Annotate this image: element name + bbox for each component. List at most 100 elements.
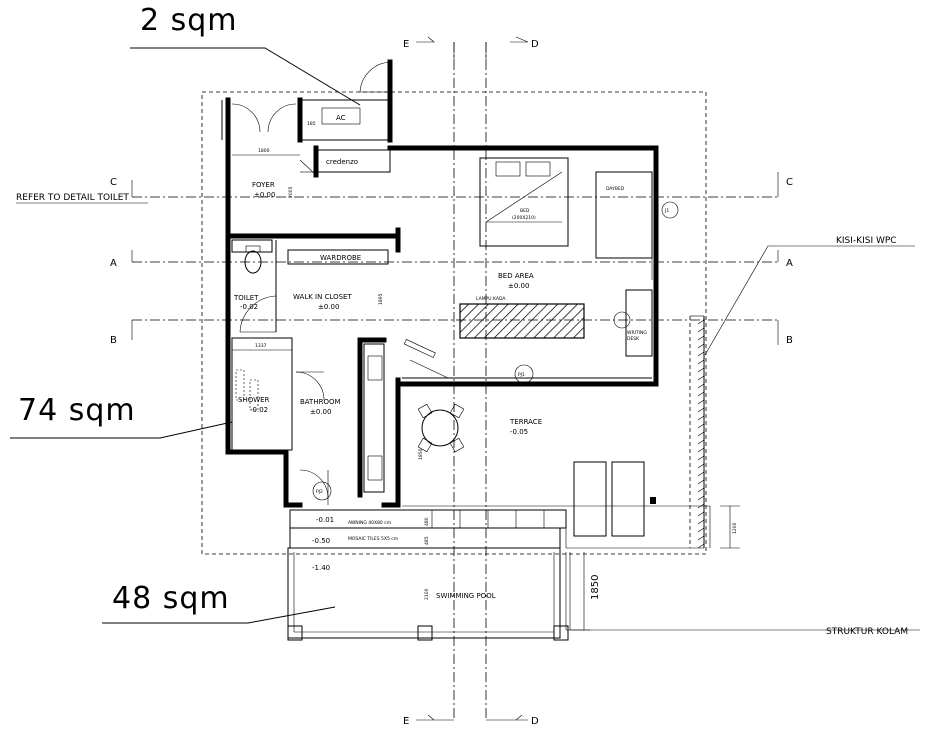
- exterior-walls: [221, 97, 659, 508]
- section-marker-d-bottom: D: [486, 714, 539, 727]
- svg-text:PJ1: PJ1: [518, 372, 525, 378]
- shower: 1337 SHOWER -0.02: [231, 337, 293, 451]
- section-marker-c-right: C: [777, 172, 793, 197]
- svg-text:C: C: [786, 177, 793, 188]
- tv-icon: [403, 339, 436, 358]
- svg-text:±0.00: ±0.00: [310, 408, 331, 416]
- area-label-48sqm: 48 sqm: [112, 581, 230, 616]
- svg-text:SHOWER: SHOWER: [238, 396, 270, 404]
- vanity: [363, 343, 385, 493]
- terrace-table: [421, 409, 459, 447]
- ac-room: AC 185: [301, 59, 393, 143]
- area-label-74sqm: 74 sqm: [18, 393, 136, 428]
- svg-text:-0.01: -0.01: [316, 516, 334, 524]
- svg-text:485: 485: [424, 536, 430, 545]
- svg-text:DESK: DESK: [627, 336, 640, 342]
- wardrobe: [287, 249, 389, 265]
- svg-text:AC: AC: [336, 114, 346, 122]
- svg-text:-0.02: -0.02: [240, 303, 258, 311]
- svg-text:-0.50: -0.50: [312, 537, 330, 545]
- section-marker-c-left: C: [110, 177, 133, 197]
- svg-text:BED: BED: [520, 208, 530, 214]
- tag-pj2: [312, 481, 332, 501]
- bathroom: BATHROOM ±0.00 PJ2: [295, 343, 385, 505]
- svg-text:B: B: [786, 335, 793, 346]
- svg-text:1200: 1200: [732, 522, 738, 534]
- daybed: [595, 171, 653, 259]
- svg-text:1895: 1895: [378, 293, 384, 305]
- writing-desk: [625, 289, 653, 357]
- tag-j1: [661, 201, 679, 219]
- svg-text:WARDROBE: WARDROBE: [320, 254, 361, 262]
- section-marker-a-right: A: [777, 250, 793, 269]
- lounger-1: [573, 461, 607, 537]
- svg-text:WRITING: WRITING: [627, 330, 647, 336]
- section-marker-e-bottom: E: [403, 714, 454, 727]
- svg-text:1337: 1337: [255, 343, 267, 349]
- foyer: 1800 FOYER ±0.00 2005 credenzo: [231, 103, 391, 199]
- svg-text:BATHROOM: BATHROOM: [300, 398, 341, 406]
- svg-text:B: B: [110, 335, 117, 346]
- swimming-pool: -1.40 SWIMMING POOL 2100 1850: [287, 547, 601, 641]
- svg-text:LAMPU KADA: LAMPU KADA: [476, 296, 506, 302]
- svg-text:KISI-KISI WPC: KISI-KISI WPC: [836, 236, 897, 246]
- site-boundary: [201, 91, 707, 555]
- svg-text:A: A: [110, 258, 117, 269]
- callout-refer-detail-toilet: REFER TO DETAIL TOILET: [16, 193, 148, 204]
- svg-text:WALK IN CLOSET: WALK IN CLOSET: [293, 293, 352, 301]
- section-marker-b-left: B: [110, 320, 133, 346]
- lamp-hatch: [459, 303, 585, 339]
- lounger-2: [611, 461, 645, 537]
- walk-in-closet: WARDROBE WALK IN CLOSET ±0.00 1895: [287, 249, 389, 311]
- callout-struktur-kolam: STRUKTUR KOLAM: [570, 627, 920, 637]
- area-callout-2sqm: 2 sqm: [130, 3, 361, 106]
- svg-text:±0.00: ±0.00: [508, 282, 529, 290]
- section-marker-a-left: A: [110, 250, 133, 269]
- toilet: TOILET -0.02: [231, 239, 277, 333]
- bed-area: BED (200X210) DAYBED BED AREA ±0.00 LAMP…: [402, 157, 679, 384]
- svg-text:-0.05: -0.05: [510, 428, 528, 436]
- svg-text:1850: 1850: [418, 448, 424, 460]
- svg-text:E: E: [403, 716, 409, 727]
- column-marker: [650, 497, 656, 504]
- toilet-bowl: [244, 250, 262, 274]
- section-marker-d-top: D: [485, 36, 539, 60]
- svg-text:-0.02: -0.02: [250, 406, 268, 414]
- terrace: TERRACE -0.05 1850: [417, 315, 704, 548]
- area-callout-48sqm: 48 sqm: [102, 581, 336, 624]
- pool-column-right: [553, 625, 569, 641]
- svg-text:TOILET: TOILET: [233, 294, 259, 302]
- svg-text:credenzo: credenzo: [326, 158, 358, 166]
- credenza: [317, 149, 391, 173]
- pool-column-center: [417, 625, 433, 641]
- deck-steps: -0.01 -0.50 AWNING 40X80 cm MOSAIC TILES…: [289, 505, 740, 549]
- svg-text:±0.00: ±0.00: [254, 191, 275, 199]
- foyer-label: FOYER: [252, 181, 275, 189]
- svg-text:AWNING 40X80 cm: AWNING 40X80 cm: [348, 520, 391, 526]
- kisi-screen: [697, 316, 705, 549]
- svg-text:-1.40: -1.40: [312, 564, 330, 572]
- svg-text:2100: 2100: [424, 588, 430, 600]
- svg-text:(200X210): (200X210): [512, 215, 536, 221]
- sink-2: [367, 455, 383, 481]
- svg-text:E: E: [403, 39, 409, 50]
- svg-text:185: 185: [307, 121, 316, 127]
- section-marker-e-top: E: [403, 36, 455, 60]
- svg-text:J1: J1: [664, 208, 669, 214]
- svg-text:TERRACE: TERRACE: [509, 418, 542, 426]
- area-callout-74sqm: 74 sqm: [10, 393, 233, 439]
- svg-text:480: 480: [424, 517, 430, 526]
- svg-text:D: D: [531, 716, 539, 727]
- section-lines: [132, 42, 780, 720]
- svg-text:DAYBED: DAYBED: [606, 186, 625, 192]
- svg-text:STRUKTUR KOLAM: STRUKTUR KOLAM: [826, 627, 908, 637]
- sink-1: [367, 355, 383, 381]
- section-marker-b-right: B: [777, 320, 793, 346]
- callout-kisi-kisi-wpc: KISI-KISI WPC: [704, 236, 915, 356]
- svg-text:PJ2: PJ2: [316, 489, 323, 495]
- svg-text:A: A: [786, 258, 793, 269]
- area-label-2sqm: 2 sqm: [140, 3, 238, 38]
- bed: [479, 157, 569, 247]
- svg-text:1800: 1800: [258, 148, 270, 154]
